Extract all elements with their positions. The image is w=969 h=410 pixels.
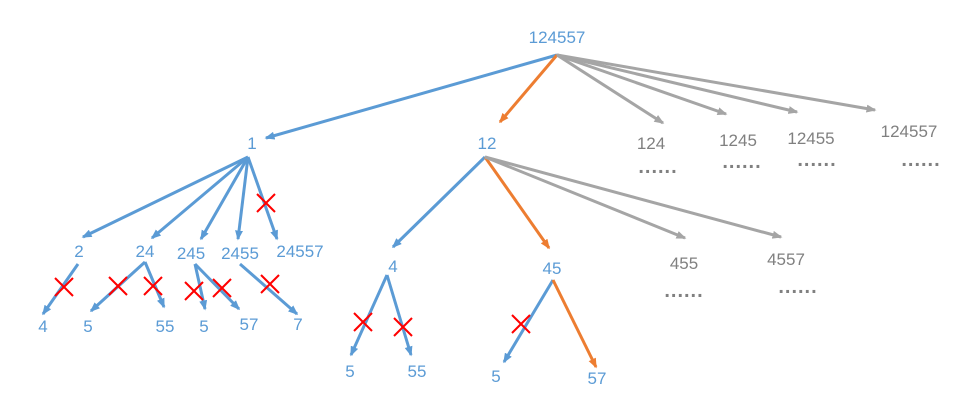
edge-1-24557: [246, 156, 279, 241]
node-455: 455: [670, 254, 698, 273]
node-24: 24: [136, 242, 155, 261]
edge-4-55: [385, 274, 413, 357]
edge-1-245: [199, 156, 250, 241]
node-1245: 1245: [719, 131, 757, 150]
cross-mark-4-55: [393, 317, 413, 337]
cross-mark-245-57: [212, 278, 232, 298]
edge-2-4: [41, 263, 80, 316]
ellipsis-12455: ......: [797, 149, 836, 171]
node-12455: 12455: [787, 129, 834, 148]
cross-mark-24-55: [143, 276, 163, 296]
node-245: 245: [177, 244, 205, 263]
ellipsis-4557: ......: [778, 276, 817, 298]
node-24557: 24557: [276, 242, 323, 261]
node-57-leaf-b: 57: [588, 369, 607, 388]
node-5-leaf-a: 5: [83, 317, 92, 336]
node-7-leaf: 7: [293, 315, 302, 334]
ellipsis-124557: ......: [901, 149, 940, 171]
edge-root-12455: [556, 53, 799, 114]
node-12: 12: [478, 134, 497, 153]
node-2: 2: [74, 242, 83, 261]
edge-root-1: [264, 53, 558, 140]
edge-2455-7: [239, 262, 299, 316]
edge-12-4557: [484, 155, 783, 239]
edge-12-45: [483, 156, 551, 250]
node-5-leaf-b: 5: [199, 317, 208, 336]
cross-mark-24-5: [108, 276, 128, 296]
pruned-crosses: [54, 193, 531, 337]
node-4-leaf: 4: [38, 317, 47, 336]
edge-45-57: [551, 279, 598, 369]
node-57-leaf-a: 57: [240, 315, 259, 334]
edge-root-124: [556, 53, 665, 125]
node-4557: 4557: [767, 250, 805, 269]
node-root: 124557: [529, 28, 586, 47]
edge-root-1245: [556, 53, 728, 116]
edge-root-12: [498, 54, 559, 124]
node-5-leaf-d: 5: [491, 367, 500, 386]
cross-mark-24557: [256, 193, 276, 213]
node-5-leaf-c: 5: [345, 362, 354, 381]
node-124: 124: [637, 134, 665, 153]
node-2455: 2455: [221, 244, 259, 263]
ellipsis-1245: ......: [722, 151, 761, 173]
edge-245-5: [193, 263, 208, 311]
cross-mark-2-4: [54, 277, 74, 297]
node-55-leaf-a: 55: [156, 317, 175, 336]
edge-245-57: [193, 262, 241, 311]
ellipsis-124: ......: [638, 156, 677, 178]
edge-12-455: [484, 155, 687, 240]
edge-12-4: [391, 155, 487, 249]
node-4: 4: [388, 257, 397, 276]
cross-mark-4-5: [353, 312, 373, 332]
edge-1-2: [81, 155, 249, 239]
edge-45-5: [502, 279, 555, 364]
edge-1-24: [150, 155, 249, 240]
node-55-leaf-b: 55: [408, 362, 427, 381]
node-1: 1: [247, 134, 256, 153]
cross-mark-245-5: [184, 281, 204, 301]
cross-mark-2455-7: [260, 274, 280, 294]
ellipsis-455: ......: [664, 280, 703, 302]
node-124557: 124557: [881, 122, 938, 141]
edge-1-2455: [235, 156, 250, 241]
edge-root-124557: [556, 53, 877, 113]
node-45: 45: [543, 259, 562, 278]
cross-mark-45-5: [511, 314, 531, 334]
